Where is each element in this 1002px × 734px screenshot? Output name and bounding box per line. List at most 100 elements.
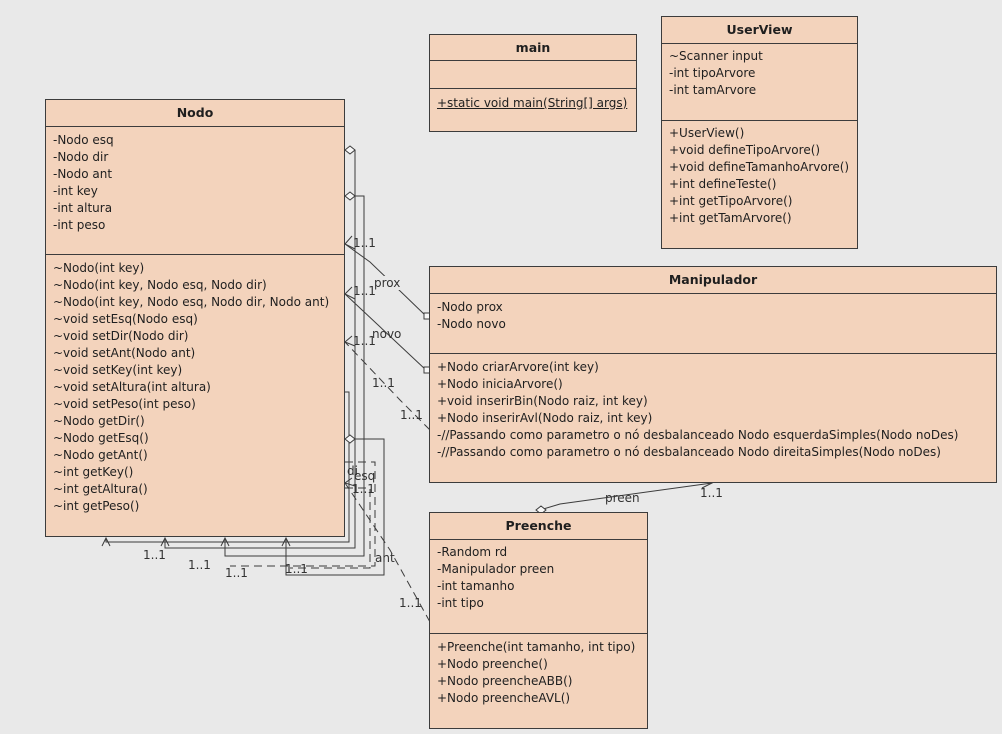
aggregation-diamond xyxy=(344,145,356,155)
class-name: main xyxy=(430,35,636,61)
operation: ~void setEsq(Nodo esq) xyxy=(53,312,198,326)
operation: +Preenche(int tamanho, int tipo) xyxy=(437,640,636,654)
attribute: -Nodo esq xyxy=(53,133,114,147)
attribute: -Manipulador preen xyxy=(437,562,555,576)
attribute: -Nodo novo xyxy=(437,317,506,331)
assoc-dir-line xyxy=(224,195,365,557)
operation: -//Passando como parametro o nó desbalan… xyxy=(437,428,959,442)
role-label-prox: prox xyxy=(374,276,401,290)
role-label-esq: esq xyxy=(354,469,376,483)
attributes-section: -Nodo esq -Nodo dir -Nodo ant -int key -… xyxy=(46,127,344,255)
operation: +Nodo preencheABB() xyxy=(437,674,573,688)
attribute: -int tamanho xyxy=(437,579,515,593)
aggregation-diamond xyxy=(344,191,356,201)
operation: ~Nodo getEsq() xyxy=(53,431,149,445)
operation: +Nodo preenche() xyxy=(437,657,548,671)
attribute: -int altura xyxy=(53,201,113,215)
operation: +void defineTamanhoArvore() xyxy=(669,160,850,174)
operation: +Nodo iniciaArvore() xyxy=(437,377,563,391)
multiplicity: 1..1 xyxy=(700,486,723,500)
operation: +static void main(String[] args) xyxy=(437,96,628,110)
role-label-preen: preen xyxy=(605,491,640,505)
operation: ~Nodo(int key, Nodo esq, Nodo dir) xyxy=(53,278,267,292)
multiplicity: 1..1 xyxy=(353,236,376,250)
class-preenche[interactable]: Preenche -Random rd -Manipulador preen -… xyxy=(429,512,648,729)
multiplicity: 1..1 xyxy=(225,566,248,580)
attribute: -int key xyxy=(53,184,98,198)
dashed-return-2 xyxy=(290,487,371,569)
operation: ~Nodo getDir() xyxy=(53,414,145,428)
attributes-section: ~Scanner input -int tipoArvore -int tamA… xyxy=(662,44,857,121)
assoc-esq-line xyxy=(164,150,356,549)
operation: ~void setAnt(Nodo ant) xyxy=(53,346,196,360)
operation: ~Nodo(int key) xyxy=(53,261,145,275)
class-manipulador[interactable]: Manipulador -Nodo prox -Nodo novo +Nodo … xyxy=(429,266,997,483)
attribute: -Nodo ant xyxy=(53,167,113,181)
assoc-prox-line xyxy=(344,243,427,317)
class-nodo[interactable]: Nodo -Nodo esq -Nodo dir -Nodo ant -int … xyxy=(45,99,345,537)
multiplicity: 1..1 xyxy=(143,548,166,562)
assoc-ant-line xyxy=(285,438,385,576)
operation: ~void setAltura(int altura) xyxy=(53,380,211,394)
role-label-ant: ant xyxy=(375,551,395,565)
multiplicity: 1..1 xyxy=(372,376,395,390)
operations-section: +static void main(String[] args) xyxy=(430,89,636,112)
dependency-preenche-nodo xyxy=(344,482,431,623)
role-label-novo: novo xyxy=(372,327,402,341)
operation: +int getTipoArvore() xyxy=(669,194,793,208)
role-label-dir: di xyxy=(347,464,358,478)
operation: ~void setKey(int key) xyxy=(53,363,183,377)
dashed-return-1 xyxy=(230,461,376,567)
operation: ~void setPeso(int peso) xyxy=(53,397,196,411)
multiplicity: 1..1 xyxy=(188,558,211,572)
operation: +void inserirBin(Nodo raiz, int key) xyxy=(437,394,648,408)
operation: +void defineTipoArvore() xyxy=(669,143,821,157)
multiplicity: 1..1 xyxy=(353,334,376,348)
multiplicity: 1..1 xyxy=(285,562,308,576)
operation: +Nodo preencheAVL() xyxy=(437,691,571,705)
attribute: -int tamArvore xyxy=(669,83,757,97)
operation: ~int getKey() xyxy=(53,465,134,479)
multiplicity: 1..1 xyxy=(399,596,422,610)
attributes-section: -Nodo prox -Nodo novo xyxy=(430,294,996,354)
operation: +int defineTeste() xyxy=(669,177,777,191)
operation: +Nodo criarArvore(int key) xyxy=(437,360,599,374)
aggregation-diamond xyxy=(344,434,356,444)
attribute: -int tipoArvore xyxy=(669,66,756,80)
multiplicity: 1..1 xyxy=(352,482,375,496)
operations-section: ~Nodo(int key) ~Nodo(int key, Nodo esq, … xyxy=(46,255,344,515)
operation: +Nodo inserirAvl(Nodo raiz, int key) xyxy=(437,411,653,425)
attribute: -Nodo dir xyxy=(53,150,109,164)
operation: ~Nodo getAnt() xyxy=(53,448,148,462)
attribute: ~Scanner input xyxy=(669,49,763,63)
attributes-section xyxy=(430,61,636,89)
attribute: -int peso xyxy=(53,218,106,232)
assoc-novo-line xyxy=(344,293,427,371)
operation: ~Nodo(int key, Nodo esq, Nodo dir, Nodo … xyxy=(53,295,330,309)
operations-section: +Preenche(int tamanho, int tipo) +Nodo p… xyxy=(430,634,647,707)
operations-section: +Nodo criarArvore(int key) +Nodo iniciaA… xyxy=(430,354,996,461)
class-name: Manipulador xyxy=(430,267,996,294)
operation: -//Passando como parametro o nó desbalan… xyxy=(437,445,941,459)
class-name: Nodo xyxy=(46,100,344,127)
multiplicity: 1..1 xyxy=(400,408,423,422)
attribute: -Random rd xyxy=(437,545,508,559)
operation: +int getTamArvore() xyxy=(669,211,792,225)
class-name: UserView xyxy=(662,17,857,44)
assoc-esq2-line xyxy=(105,391,350,543)
class-main[interactable]: main +static void main(String[] args) xyxy=(429,34,637,132)
dependency-manipulador-nodo xyxy=(344,341,431,431)
operations-section: +UserView() +void defineTipoArvore() +vo… xyxy=(662,121,857,227)
class-name: Preenche xyxy=(430,513,647,540)
assoc-preen-line xyxy=(539,482,713,511)
operation: ~int getPeso() xyxy=(53,499,140,513)
operation: ~int getAltura() xyxy=(53,482,148,496)
attribute: -Nodo prox xyxy=(437,300,503,314)
operation: +UserView() xyxy=(669,126,745,140)
attributes-section: -Random rd -Manipulador preen -int taman… xyxy=(430,540,647,634)
class-userview[interactable]: UserView ~Scanner input -int tipoArvore … xyxy=(661,16,858,249)
multiplicity: 1..1 xyxy=(353,284,376,298)
operation: ~void setDir(Nodo dir) xyxy=(53,329,189,343)
attribute: -int tipo xyxy=(437,596,484,610)
